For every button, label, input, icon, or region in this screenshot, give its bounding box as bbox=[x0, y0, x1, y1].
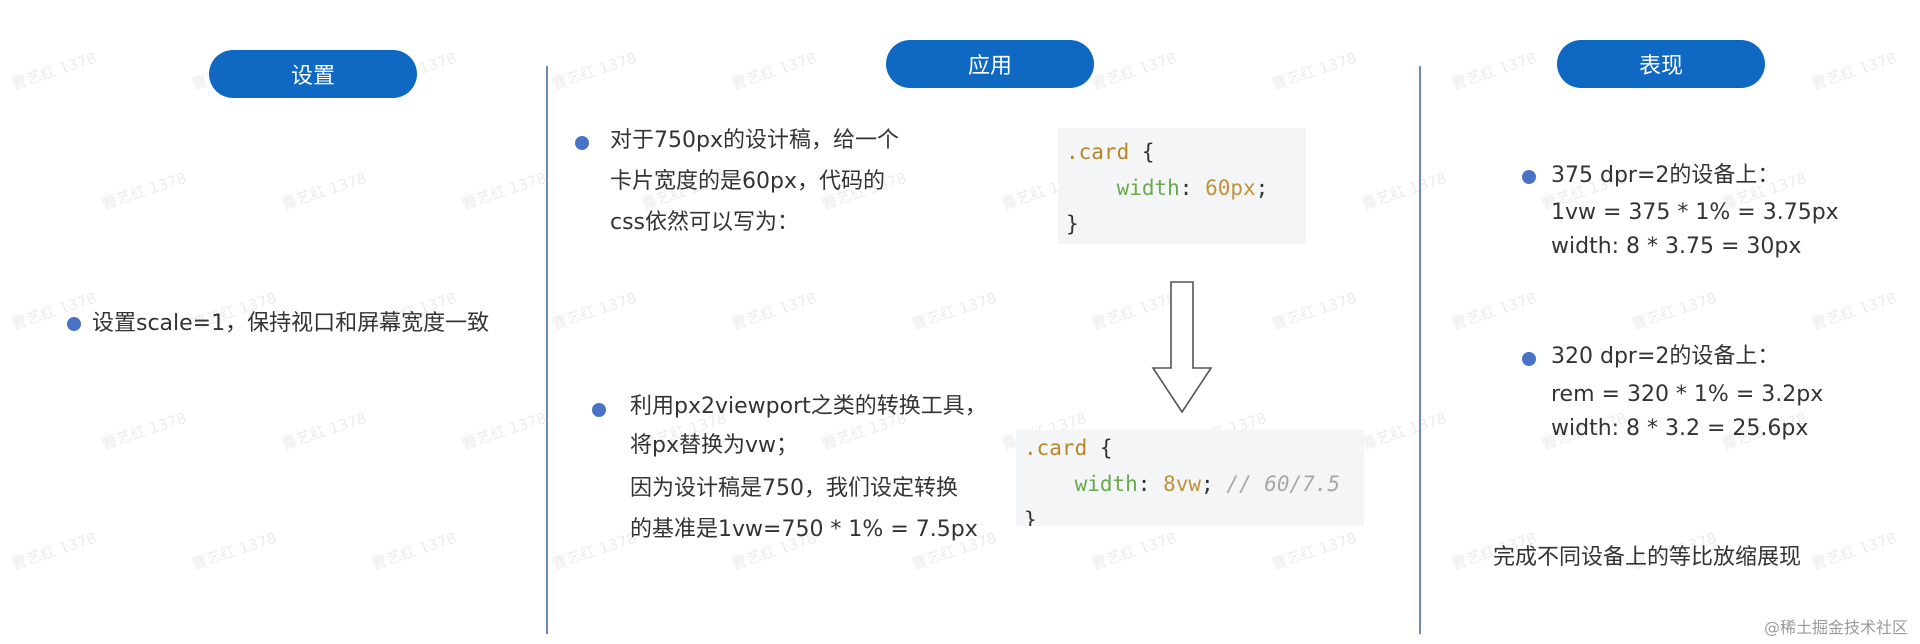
header-setup-label: 设置 bbox=[290, 64, 335, 89]
code1-close-brace: } bbox=[1066, 212, 1079, 236]
apply-point1-line2: 卡片宽度的是60px，代码的 bbox=[610, 169, 885, 194]
watermark-text: 曹艺红 1378 bbox=[369, 528, 459, 574]
watermark-text: 曹艺红 1378 bbox=[549, 528, 639, 574]
watermark-text: 曹艺红 1378 bbox=[549, 48, 639, 94]
watermark-text: 曹艺红 1378 bbox=[189, 528, 279, 574]
watermark-text: 曹艺红 1378 bbox=[459, 168, 549, 214]
apply-point1-line3: css依然可以写为： bbox=[610, 210, 800, 235]
code1-open-brace: { bbox=[1141, 140, 1155, 164]
watermark-text: 曹艺红 1378 bbox=[9, 288, 99, 334]
watermark-text: 曹艺红 1378 bbox=[99, 168, 189, 214]
watermark-text: 曹艺红 1378 bbox=[9, 48, 99, 94]
watermark-text: 曹艺红 1378 bbox=[279, 408, 369, 454]
divider-left bbox=[546, 66, 548, 634]
code2-close-brace: } bbox=[1024, 508, 1037, 526]
apply-point2-line1: 利用px2viewport之类的转换工具， bbox=[630, 394, 987, 419]
apply-bullet-1 bbox=[575, 136, 589, 150]
watermark-text: 曹艺红 1378 bbox=[1809, 528, 1899, 574]
site-credit: @稀土掘金技术社区 bbox=[1763, 618, 1908, 637]
device1-line2: 1vw = 375 * 1% = 3.75px bbox=[1551, 200, 1839, 225]
watermark-text: 曹艺红 1378 bbox=[909, 288, 999, 334]
code2-property: width bbox=[1074, 472, 1138, 496]
watermark-text: 曹艺红 1378 bbox=[9, 528, 99, 574]
down-arrow-icon bbox=[1151, 281, 1213, 414]
watermark-text: 曹艺红 1378 bbox=[1269, 288, 1359, 334]
watermark-text: 曹艺红 1378 bbox=[99, 408, 189, 454]
header-setup: 设置 bbox=[209, 50, 417, 98]
header-apply-label: 应用 bbox=[967, 54, 1012, 79]
watermark-text: 曹艺红 1378 bbox=[1809, 288, 1899, 334]
apply-point1-line1: 对于750px的设计稿，给一个 bbox=[610, 128, 899, 153]
watermark-text: 曹艺红 1378 bbox=[1089, 528, 1179, 574]
watermark-text: 曹艺红 1378 bbox=[729, 288, 819, 334]
watermark-text: 曹艺红 1378 bbox=[1269, 48, 1359, 94]
apply-point2-line4: 的基准是1vw=750 * 1% = 7.5px bbox=[630, 517, 978, 542]
code1-property: width bbox=[1116, 176, 1180, 200]
divider-right bbox=[1419, 66, 1421, 634]
header-apply: 应用 bbox=[886, 40, 1094, 88]
header-behavior-label: 表现 bbox=[1638, 54, 1683, 79]
watermark-text: 曹艺红 1378 bbox=[1629, 288, 1719, 334]
watermark-text: 曹艺红 1378 bbox=[1359, 408, 1449, 454]
watermark-text: 曹艺红 1378 bbox=[1269, 528, 1359, 574]
watermark-text: 曹艺红 1378 bbox=[1089, 48, 1179, 94]
code-block-vw: .card { width: 8vw; // 60/7.5 } bbox=[1016, 430, 1364, 526]
setup-bullet bbox=[67, 317, 81, 331]
device1-line1: 375 dpr=2的设备上： bbox=[1551, 163, 1780, 188]
behavior-bullet-2 bbox=[1522, 352, 1536, 366]
watermark-text: 曹艺红 1378 bbox=[279, 168, 369, 214]
device1-line3: width: 8 * 3.75 = 30px bbox=[1551, 234, 1802, 259]
watermark-text: 曹艺红 1378 bbox=[1809, 48, 1899, 94]
header-behavior: 表现 bbox=[1557, 40, 1765, 88]
setup-point: 设置scale=1，保持视口和屏幕宽度一致 bbox=[92, 311, 490, 336]
code2-comment: // 60/7.5 bbox=[1226, 472, 1341, 496]
code2-open-brace: { bbox=[1099, 436, 1113, 460]
apply-bullet-2 bbox=[592, 403, 606, 417]
code1-selector: .card bbox=[1066, 140, 1130, 164]
watermark-text: 曹艺红 1378 bbox=[1449, 48, 1539, 94]
watermark-text: 曹艺红 1378 bbox=[1359, 168, 1449, 214]
apply-point2-line3: 因为设计稿是750，我们设定转换 bbox=[630, 476, 958, 501]
code2-value: 8vw bbox=[1163, 472, 1202, 496]
watermark-text: 曹艺红 1378 bbox=[459, 408, 549, 454]
apply-point2-line2: 将px替换为vw； bbox=[630, 433, 798, 458]
watermark-text: 曹艺红 1378 bbox=[1449, 288, 1539, 334]
code-block-px: .card { width: 60px; } bbox=[1058, 128, 1306, 244]
watermark-text: 曹艺红 1378 bbox=[729, 48, 819, 94]
code1-value: 60px bbox=[1205, 176, 1256, 200]
device2-line1: 320 dpr=2的设备上： bbox=[1551, 344, 1780, 369]
code2-selector: .card bbox=[1024, 436, 1088, 460]
device2-line2: rem = 320 * 1% = 3.2px bbox=[1551, 382, 1824, 407]
device2-line3: width: 8 * 3.2 = 25.6px bbox=[1551, 416, 1809, 441]
behavior-bullet-1 bbox=[1522, 170, 1536, 184]
watermark-text: 曹艺红 1378 bbox=[549, 288, 639, 334]
behavior-summary: 完成不同设备上的等比放缩展现 bbox=[1493, 545, 1802, 570]
